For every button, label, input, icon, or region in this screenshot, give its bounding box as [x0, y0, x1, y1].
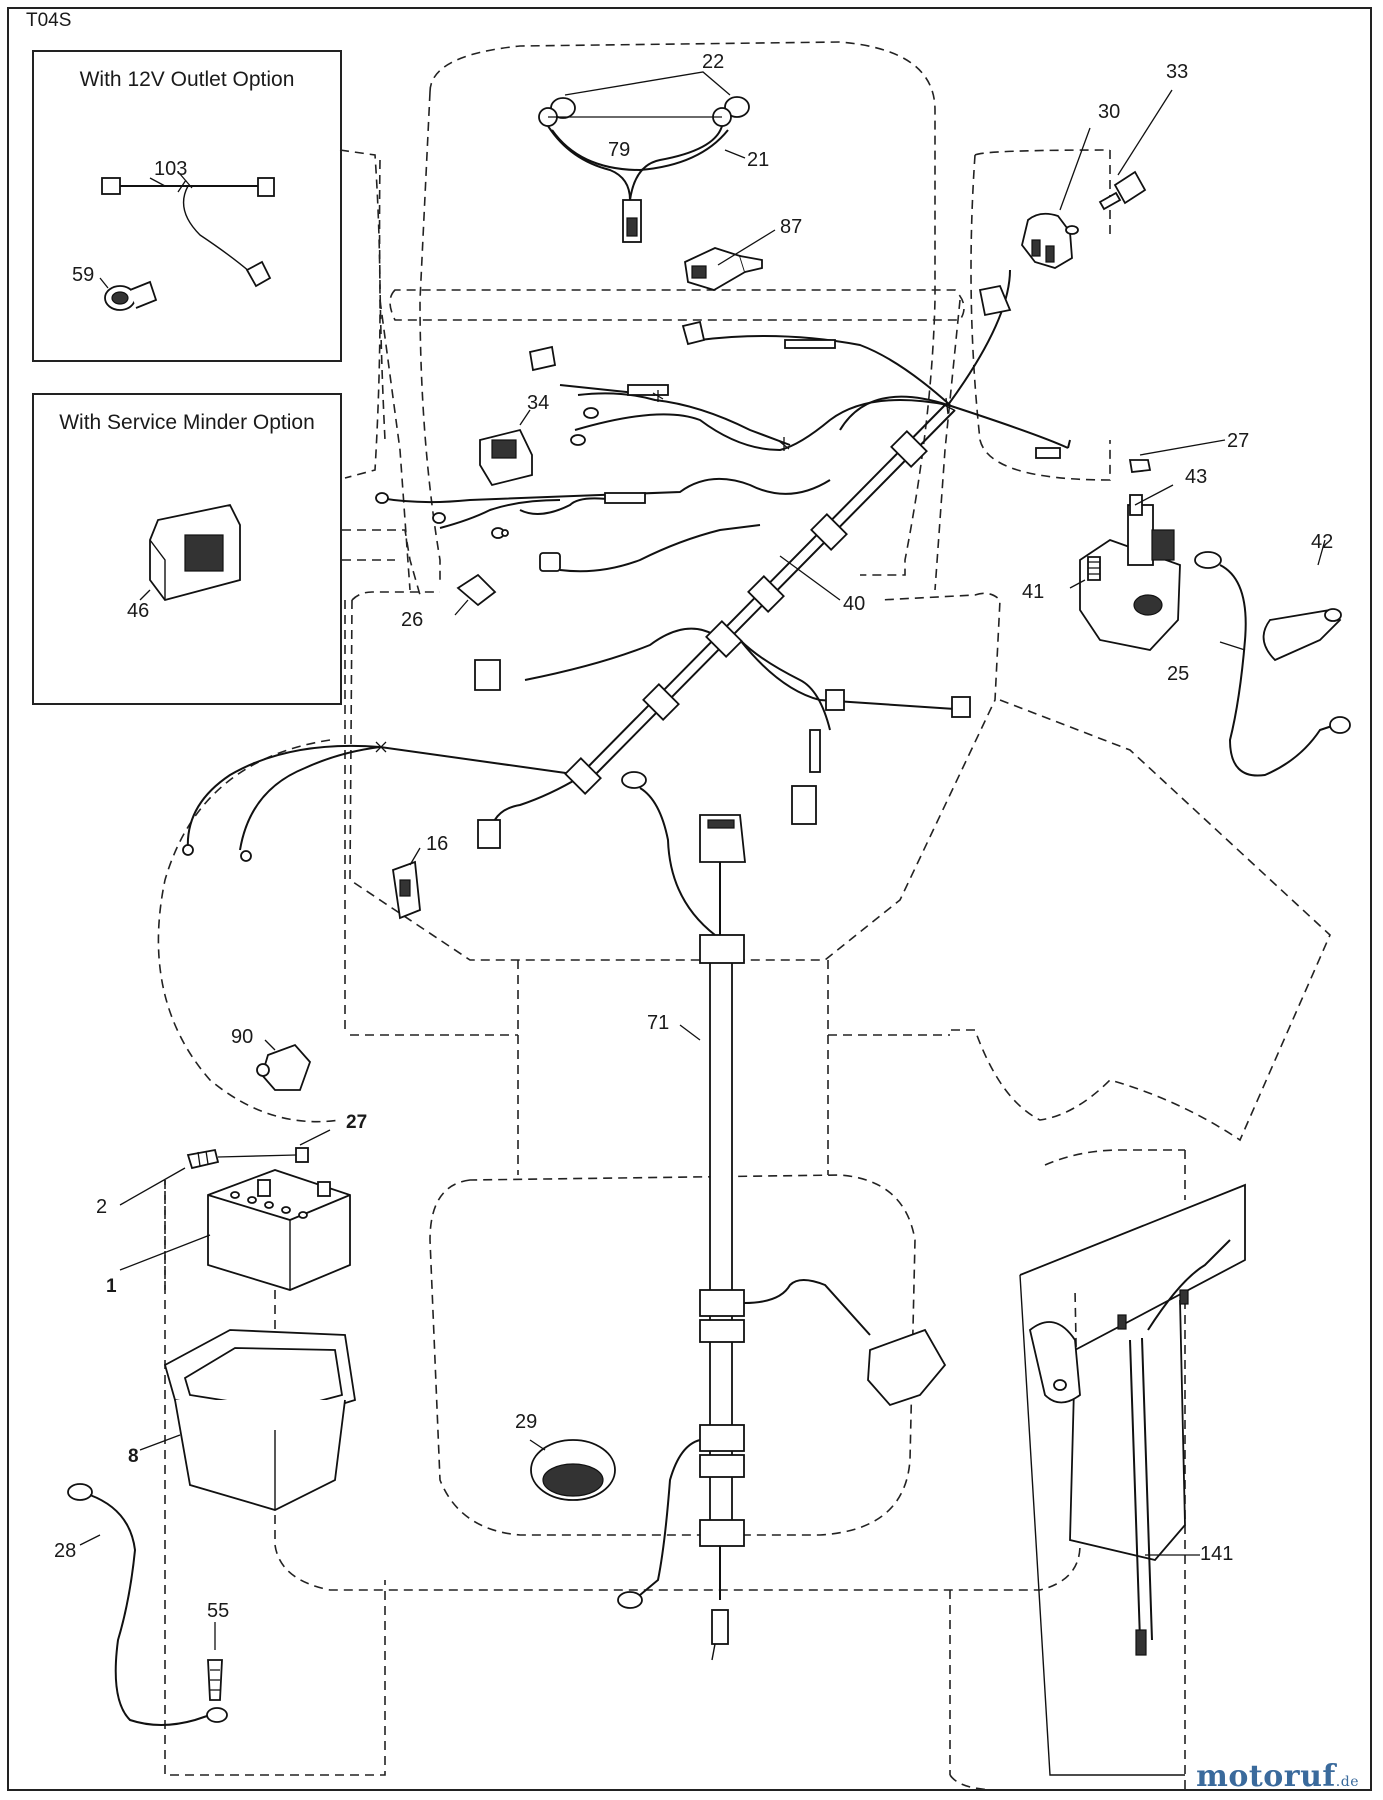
callout-41: 41 [1022, 581, 1044, 603]
callout-46: 46 [127, 600, 149, 622]
inset-12v-outlet-title: With 12V Outlet Option [79, 68, 295, 91]
key-33 [1098, 170, 1147, 211]
outlet-harness-103 [101, 173, 275, 288]
callout-55: 55 [207, 1600, 229, 1622]
callout-42: 42 [1311, 531, 1333, 553]
switch-34 [479, 428, 533, 487]
boot-42 [1262, 608, 1342, 662]
page-id: T04S [26, 10, 72, 31]
main-harness-40 [182, 269, 1071, 862]
callout-43: 43 [1185, 466, 1207, 488]
callouts: 103 59 46 22 79 21 87 30 33 34 27 43 42 … [54, 51, 1333, 1622]
callout-1: 1 [106, 1276, 117, 1297]
callout-28: 28 [54, 1540, 76, 1562]
part-90 [256, 1043, 312, 1091]
inset-service-minder: With Service Minder Option [32, 393, 342, 705]
inset-12v-outlet: With 12V Outlet Option [32, 50, 342, 362]
cable-28 [67, 1483, 228, 1726]
inset-service-minder-title: With Service Minder Option [59, 411, 315, 434]
relay-87 [684, 247, 763, 291]
cable-25 [1194, 551, 1351, 777]
callout-22: 22 [702, 51, 724, 73]
callout-71: 71 [647, 1012, 669, 1034]
callout-33: 33 [1166, 61, 1188, 83]
watermark-brand: motoruf [1196, 1759, 1336, 1794]
callout-141: 141 [1200, 1543, 1233, 1565]
bolt-41 [1087, 556, 1101, 581]
callout-34: 34 [527, 392, 549, 414]
callout-79: 79 [608, 139, 630, 161]
fuse-26 [456, 573, 497, 607]
leader-lines [79, 71, 1326, 1650]
callout-30: 30 [1098, 101, 1120, 123]
callout-27a: 27 [1227, 430, 1249, 452]
callout-8: 8 [128, 1446, 139, 1467]
tractor-outline [157, 41, 1331, 1791]
bolt-55 [207, 1659, 223, 1701]
callout-87: 87 [780, 216, 802, 238]
switch-16 [392, 860, 421, 920]
callout-59: 59 [72, 264, 94, 286]
callout-27b: 27 [346, 1112, 367, 1133]
page-border [7, 7, 1372, 1791]
outlet-59 [104, 280, 158, 311]
harness-71 [617, 771, 947, 1661]
nut-27b [217, 1147, 309, 1163]
watermark-tld: .de [1335, 1774, 1359, 1790]
part-29 [530, 1439, 616, 1501]
callout-2: 2 [96, 1196, 107, 1218]
battery-1 [207, 1169, 351, 1291]
callout-26: 26 [401, 609, 423, 631]
callout-40: 40 [843, 593, 865, 615]
bolt-2 [186, 1148, 220, 1170]
bracket-141 [1019, 1183, 1246, 1776]
solenoid-43 [1079, 459, 1181, 651]
headlights-22 [538, 96, 750, 243]
callout-29: 29 [515, 1411, 537, 1433]
callout-90: 90 [231, 1026, 253, 1048]
callout-16: 16 [426, 833, 448, 855]
ignition-switch-30 [1021, 212, 1079, 269]
battery-tray-8 [163, 1329, 357, 1511]
service-minder-46 [149, 503, 241, 602]
callout-21: 21 [747, 149, 769, 171]
callout-103: 103 [154, 158, 187, 180]
watermark-logo: motoruf.de [1196, 1759, 1359, 1794]
callout-25: 25 [1167, 663, 1189, 685]
